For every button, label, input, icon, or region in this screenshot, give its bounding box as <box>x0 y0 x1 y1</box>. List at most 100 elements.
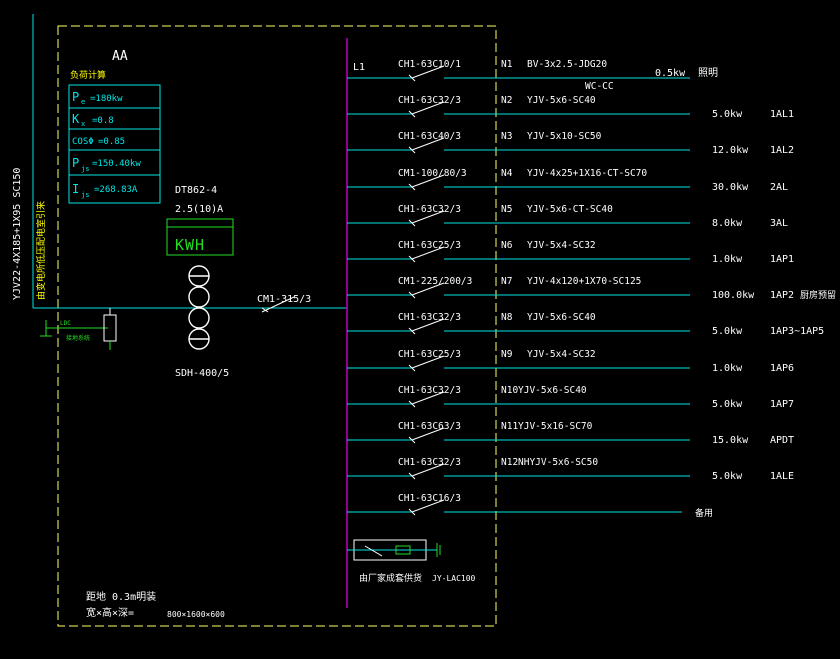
circuit-breaker-label: CH1-63C32/3 <box>398 312 461 323</box>
kwh-label: KWH <box>175 236 205 254</box>
circuit-breaker-icon <box>411 174 445 188</box>
circuit-cable-label: BV-3x2.5-JDG20 <box>527 59 607 70</box>
circuit-power: 1.0kw <box>712 363 743 374</box>
circuit-breaker-icon <box>411 391 445 405</box>
earth-label-2: 接地系统 <box>66 334 90 342</box>
circuit-breaker-mark <box>408 327 416 335</box>
circuit-power: 8.0kw <box>712 218 743 229</box>
circuit-power: 15.0kw <box>712 435 749 446</box>
circuit-breaker-icon <box>411 246 445 260</box>
circuit-breaker-mark <box>408 74 416 82</box>
calc-sym-4: I <box>72 182 79 196</box>
circuit-load: 1AP3~1AP5 <box>770 326 824 337</box>
circuit-power: 1.0kw <box>712 254 743 265</box>
main-breaker-icon <box>261 296 295 313</box>
circuit-breaker-mark <box>408 472 416 480</box>
calc-sub-4: js <box>81 191 89 199</box>
circuit-breaker-label: CM1-100/80/3 <box>398 168 467 179</box>
calc-val-4: =268.83A <box>94 185 138 195</box>
circuit-load: 1ALE <box>770 471 794 482</box>
busbar-label: L1 <box>353 62 365 73</box>
circuit-load: 照明 <box>698 67 718 79</box>
circuit-cable-label: YJV-5x10-SC50 <box>527 131 602 142</box>
circuit-load: 1AL1 <box>770 109 794 120</box>
calc-title: 负荷计算 <box>70 69 106 81</box>
circuit-breaker-mark <box>408 508 416 516</box>
load-calc-table: P e =180kw K x =0.8 COSΦ =0.85 P js =150… <box>68 84 161 204</box>
circuit-note: 厨房预留 <box>800 289 836 301</box>
circuit-breaker-label: CH1-63C25/3 <box>398 349 461 360</box>
circuit-load: 1AP7 <box>770 399 794 410</box>
circuit-cable-label-2: WC-CC <box>585 81 614 92</box>
circuit-cable-label: YJV-5x4-SC32 <box>527 240 596 251</box>
calc-sym-1: K <box>72 112 80 126</box>
circuit-breaker-label: CH1-63C25/3 <box>398 240 461 251</box>
calc-sym-3: P <box>72 156 79 170</box>
panel-name: AA <box>112 49 128 64</box>
earth-device-icon <box>40 308 117 350</box>
circuit-cable-label: YJV-5x6-CT-SC40 <box>527 204 613 215</box>
incoming-note-label: 由变电所低压配电室引来 <box>35 201 47 300</box>
circuit-load: 1AP2 <box>770 290 794 301</box>
circuit-breaker-mark <box>408 291 416 299</box>
circuit-number: N4 <box>501 168 513 179</box>
circuit-breaker-icon <box>411 282 445 296</box>
circuit-number: N12 <box>501 457 518 468</box>
circuit-power: 30.0kw <box>712 182 749 193</box>
circuit-breaker-mark <box>408 110 416 118</box>
circuit-breaker-icon <box>411 499 445 513</box>
meter-rating: 2.5(10)A <box>175 204 223 215</box>
surge-note: 由厂家成套供货 <box>359 572 422 584</box>
dims-label: 宽×高×深= <box>86 606 134 619</box>
circuit-breaker-icon <box>411 318 445 332</box>
circuit-breaker-mark <box>408 364 416 372</box>
circuit-breaker-label: CH1-63C63/3 <box>398 421 461 432</box>
circuit-cable-label: NHYJV-5x6-SC50 <box>518 457 598 468</box>
circuit-breaker-label: CH1-63C16/3 <box>398 493 461 504</box>
circuit-row: CH1-63C16/3备用 <box>347 493 713 519</box>
circuit-cable-label: YJV-5x6-SC40 <box>518 385 587 396</box>
circuit-cable-label: YJV-5x16-SC70 <box>518 421 593 432</box>
circuit-number: N5 <box>501 204 512 215</box>
incoming-cable-label: YJV22-4X185+1X95 SC150 <box>12 168 23 300</box>
surge-model: JY-LAC100 <box>432 574 476 583</box>
circuit-load: APDT <box>770 435 794 446</box>
circuit-breaker-icon <box>411 463 445 477</box>
calc-val-1: =0.8 <box>92 116 114 126</box>
meter-model: DT862-4 <box>175 185 217 196</box>
calc-val-3: =150.40kw <box>92 159 141 169</box>
main-breaker-label: CM1-315/3 <box>257 294 311 305</box>
calc-val-2: =0.85 <box>98 137 125 147</box>
circuit-number: N10 <box>501 385 518 396</box>
circuit-cable-label: YJV-5x6-SC40 <box>527 312 596 323</box>
circuit-breaker-icon <box>411 137 445 151</box>
calc-sub-0: e <box>81 98 85 106</box>
circuit-power: 5.0kw <box>712 109 743 120</box>
circuit-cable-label: YJV-5x4-SC32 <box>527 349 596 360</box>
circuit-breaker-icon <box>411 355 445 369</box>
circuit-number: N3 <box>501 131 512 142</box>
circuit-number: N8 <box>501 312 513 323</box>
circuit-number: N7 <box>501 276 512 287</box>
install-note: 距地 0.3m明装 <box>86 590 156 603</box>
calc-val-0: =180kw <box>90 94 123 104</box>
ct-model: SDH-400/5 <box>175 368 229 379</box>
circuit-breaker-mark <box>408 183 416 191</box>
calc-sub-1: x <box>81 120 85 128</box>
kwh-meter-icon <box>166 218 234 256</box>
circuit-cable-label: YJV-4x120+1X70-SC125 <box>527 276 641 287</box>
circuit-breaker-mark <box>408 436 416 444</box>
